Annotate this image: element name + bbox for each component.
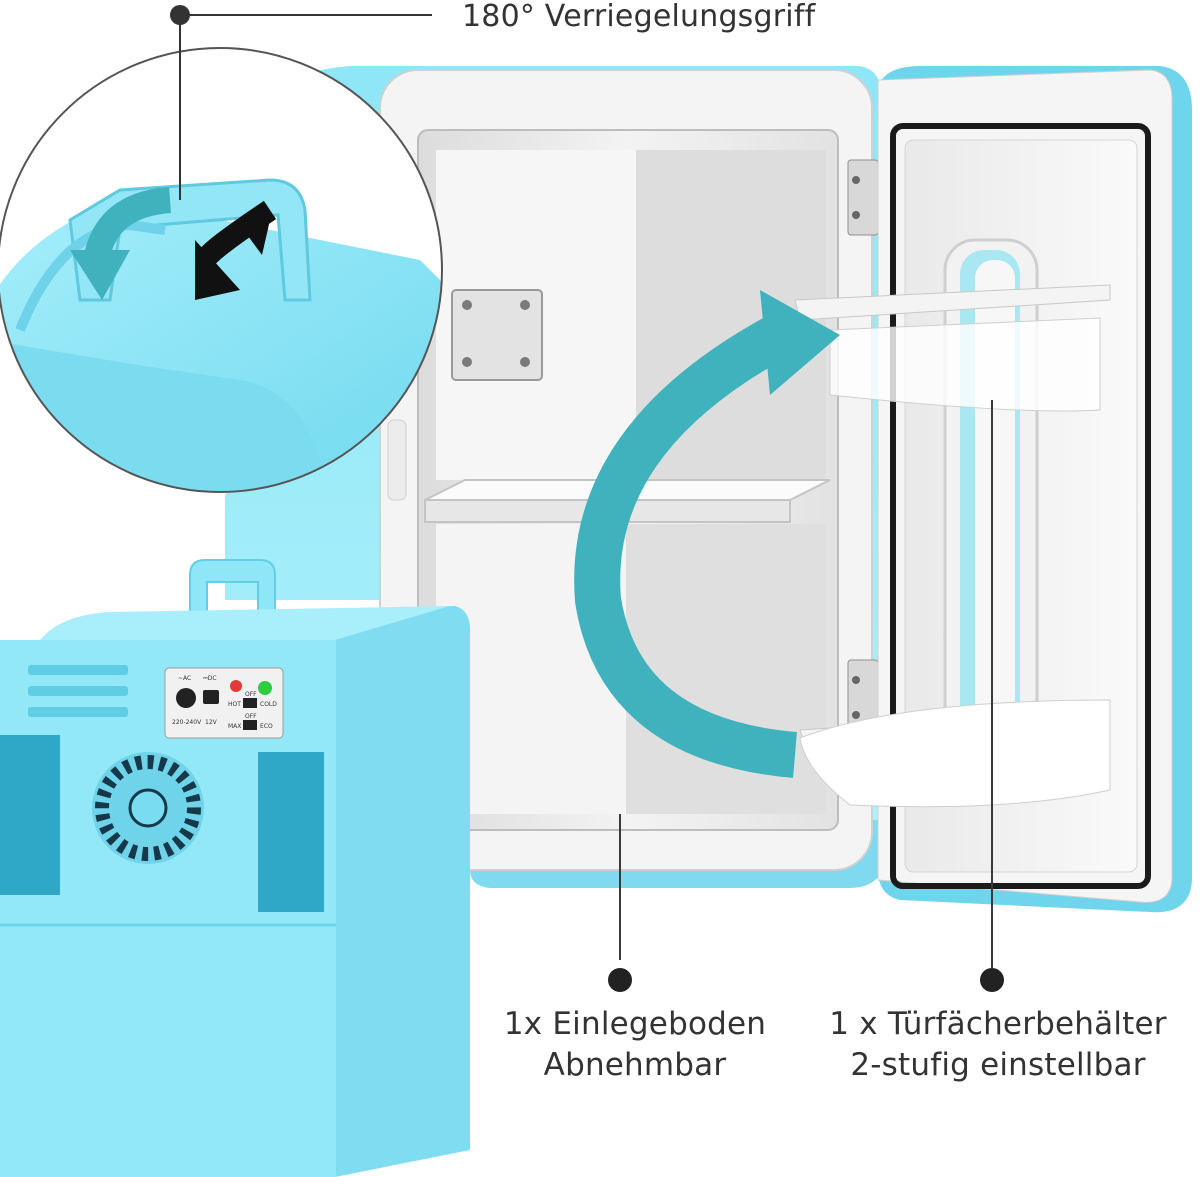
handle-caption-text: 180° Verriegelungsgriff	[462, 0, 816, 34]
handle-caption: 180° Verriegelungsgriff	[462, 0, 815, 37]
panel-off-1: OFF	[245, 691, 257, 698]
callout-door	[980, 968, 1004, 992]
handle-zoom-circle	[0, 47, 443, 493]
panel-max: MAX	[228, 723, 241, 730]
panel-cold: COLD	[260, 701, 277, 708]
control-panel	[164, 667, 284, 739]
panel-dc-label: ⎓DC	[203, 675, 217, 682]
shelf-caption: 1x Einlegeboden Abnehmbar	[470, 1004, 800, 1086]
door-compartment	[794, 284, 1111, 968]
shelf-caption-line2: Abnehmbar	[543, 1047, 727, 1083]
panel-ac-label: ~AC	[178, 675, 191, 682]
shelf-caption-line1: 1x Einlegeboden	[503, 1006, 767, 1042]
panel-dc-volt: 12V	[205, 719, 218, 726]
side-vents	[0, 735, 324, 912]
fridge-door	[794, 66, 1192, 968]
top-vents	[28, 665, 128, 717]
door-caption: 1 x Türfächerbehälter 2-stufig einstellb…	[800, 1004, 1196, 1086]
door-hinges	[847, 159, 879, 736]
panel-ac-volt: 220-240V	[172, 719, 202, 726]
adjust-arrow	[574, 290, 840, 778]
panel-eco: ECO	[260, 723, 273, 730]
door-caption-line2: 2-stufig einstellbar	[850, 1047, 1146, 1083]
mounting-plate	[451, 289, 543, 381]
callout-handle	[170, 5, 432, 200]
rear-view-fridge	[0, 559, 470, 1177]
panel-off-2: OFF	[245, 713, 257, 720]
callout-shelf	[608, 968, 632, 992]
fan-icon	[92, 752, 204, 864]
door-caption-line1: 1 x Türfächerbehälter	[829, 1006, 1167, 1042]
panel-hot: HOT	[228, 701, 241, 708]
